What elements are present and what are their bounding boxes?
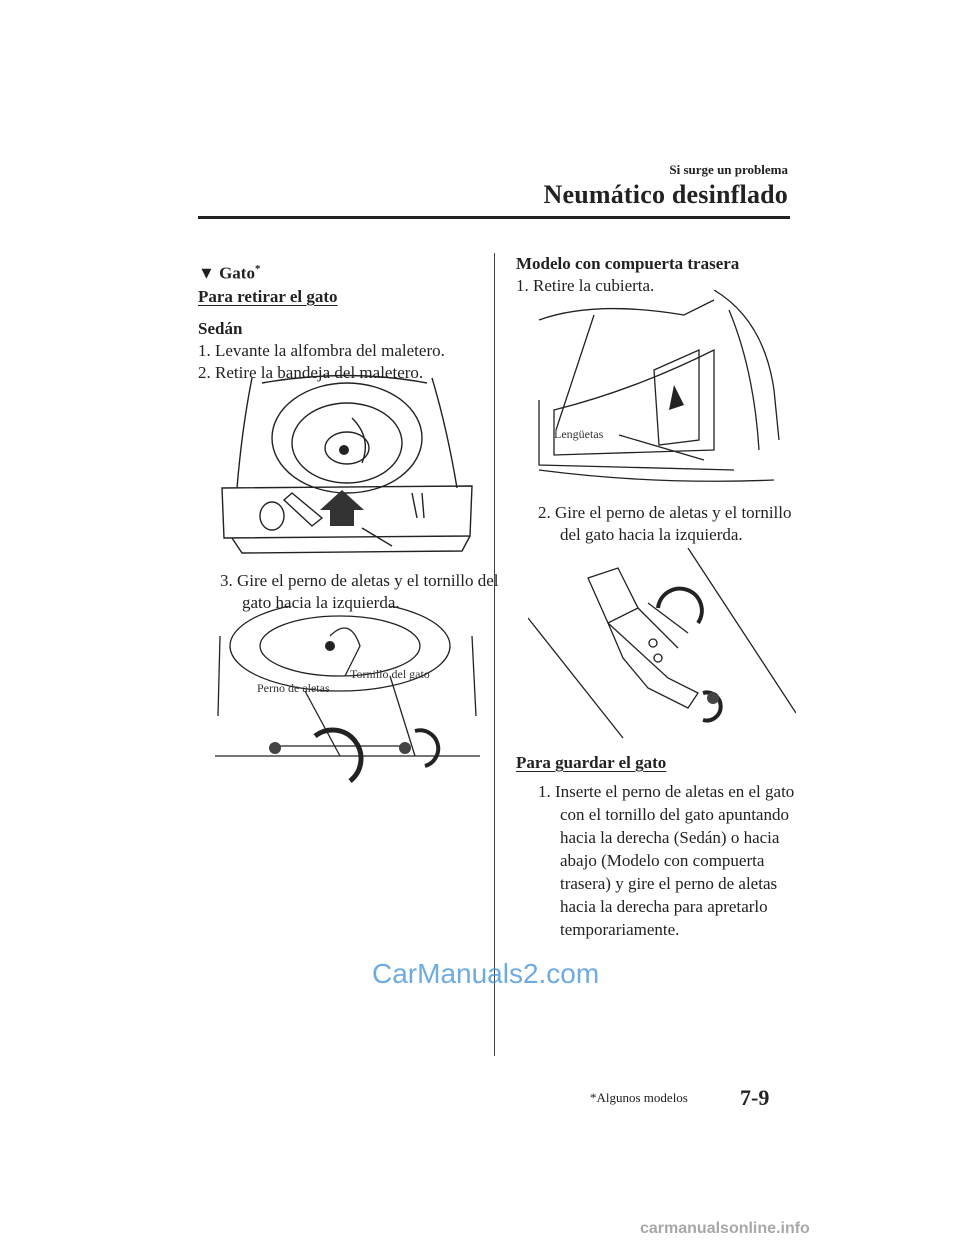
model-sedan: Sedán — [198, 319, 243, 338]
section-label: Si surge un problema — [669, 162, 788, 177]
triangle-marker-icon: ▼ — [198, 263, 215, 283]
label-tabs: Lengüetas — [554, 427, 604, 441]
figure-hatchback-jack — [528, 548, 796, 743]
step-2-right: 2. Gire el perno de aletas y el tornillo… — [538, 503, 792, 544]
heading-text: Gato — [219, 263, 255, 283]
column-divider — [494, 253, 495, 1056]
step-2-left: 2. Retire la bandeja del maletero. — [198, 363, 424, 382]
footnote: *Algunos modelos — [590, 1090, 688, 1105]
page-title: Neumático desinflado — [543, 180, 788, 209]
figure-wing-bolt-jack-screw: Perno de aletas Tornillo del gato — [210, 606, 485, 796]
footnote-marker: * — [254, 263, 261, 275]
step-1-right: 1. Retire la cubierta. — [516, 276, 655, 295]
watermark: CarManuals2.com — [372, 958, 600, 989]
store-step-1: 1. Inserte el perno de aletas en el gato… — [538, 782, 795, 939]
label-wing-bolt: Perno de aletas — [257, 681, 330, 695]
subheading-store-jack: Para guardar el gato — [516, 753, 667, 772]
figure-trunk-tray — [212, 368, 482, 568]
label-jack-screw: Tornillo del gato — [350, 667, 430, 681]
step-1-left: 1. Levante la alfombra del maletero. — [198, 341, 445, 360]
model-hatchback: Modelo con compuerta trasera — [516, 254, 740, 273]
site-credit[interactable]: carmanualsonline.info — [640, 1220, 810, 1237]
page-number: 7-9 — [740, 1085, 770, 1110]
figure-hatchback-cover: Lengüetas — [534, 290, 792, 495]
subheading-remove-jack: Para retirar el gato — [198, 287, 338, 306]
header-rule — [198, 216, 790, 219]
section-heading: ▼ Gato* — [198, 258, 260, 285]
